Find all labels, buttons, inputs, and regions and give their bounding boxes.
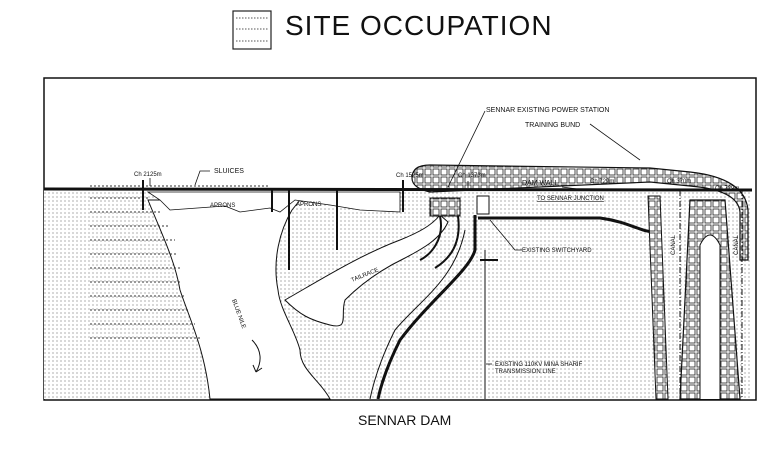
chainage-label: Ch 729m xyxy=(590,179,614,185)
label-switchyard: EXISTING SWITCHYARD xyxy=(522,248,592,254)
label-canal-1: CANAL xyxy=(671,234,677,255)
chainage-label: Ch 370m xyxy=(667,179,691,185)
label-transmission-2: TRANSMISSION LINE xyxy=(495,369,556,375)
label-canal-2: CANAL xyxy=(734,234,740,255)
chainage-label: Ch 729m xyxy=(715,186,739,192)
aprons-area xyxy=(146,191,401,213)
access-road xyxy=(376,215,477,400)
label-dam-wall: DAM WALL xyxy=(522,180,558,187)
label-sluices: SLUICES xyxy=(214,168,244,175)
label-aprons-2: APRONS xyxy=(296,202,321,208)
leader-lines xyxy=(149,110,641,365)
legend-title: SITE OCCUPATION xyxy=(285,10,553,41)
legend-swatch xyxy=(232,10,272,50)
label-training-bund: TRAINING BUND xyxy=(525,122,580,129)
flow-arrow-icon xyxy=(251,339,263,373)
power-station-outflow xyxy=(419,215,460,269)
left-bank-hatching xyxy=(90,197,200,339)
power-station xyxy=(429,197,461,217)
site-occupation-area xyxy=(44,190,750,399)
dam-wall xyxy=(43,187,753,192)
label-to-junction: TO SENNAR JUNCTION xyxy=(537,196,604,202)
switchyard xyxy=(476,195,490,215)
tailrace-channel xyxy=(284,214,449,327)
label-aprons-1: APRONS xyxy=(210,203,235,209)
chainage-label: Ch 2125m xyxy=(134,172,162,178)
label-transmission-1: EXISTING 110KV MINA SHARIF xyxy=(495,362,583,368)
canal-left xyxy=(647,195,669,400)
label-power-station: SENNAR EXISTING POWER STATION xyxy=(486,107,609,114)
drawing-caption: SENNAR DAM xyxy=(358,412,452,428)
chainage-label: Ch 1525m xyxy=(396,173,424,179)
chainage-label: Ch 1373m xyxy=(458,173,486,179)
